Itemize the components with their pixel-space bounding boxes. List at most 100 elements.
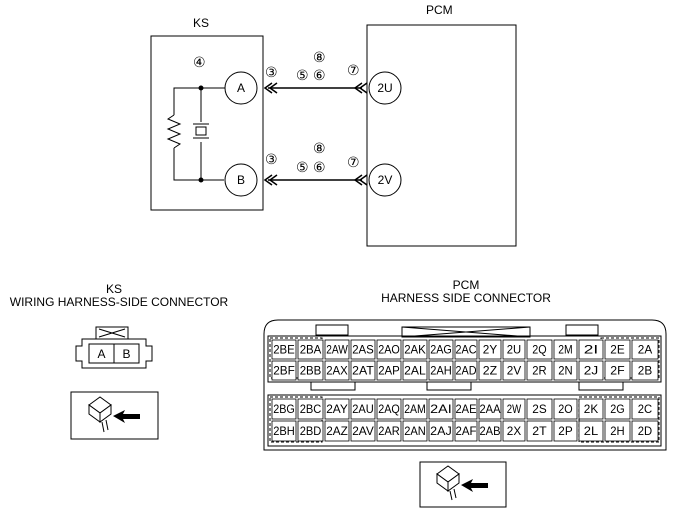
svg-text:2A: 2A	[638, 343, 652, 357]
ks-internal-circuit	[166, 85, 225, 183]
svg-text:2F: 2F	[610, 364, 624, 378]
svg-text:2AB: 2AB	[480, 424, 501, 438]
callout-7-upper: ⑦	[347, 63, 360, 79]
pcm-pin-2z: 2Z	[478, 360, 502, 381]
svg-text:2AZ: 2AZ	[326, 424, 348, 438]
pcm-pin-2ae: 2AE	[454, 398, 478, 420]
ks-component-box	[150, 35, 264, 211]
svg-text:2T: 2T	[532, 424, 547, 438]
svg-text:2BB: 2BB	[300, 364, 322, 378]
ks-connector-title: KS	[106, 282, 122, 296]
pcm-pin-2o: 2O	[553, 398, 578, 420]
pcm-pin-2i: 2I	[578, 339, 604, 360]
pcm-pin-2w: 2W	[502, 398, 526, 420]
svg-text:2AO: 2AO	[378, 343, 400, 357]
ks-title: KS	[193, 16, 209, 30]
svg-text:2AM: 2AM	[404, 402, 426, 416]
svg-text:2AV: 2AV	[352, 424, 374, 438]
svg-text:2V: 2V	[507, 364, 521, 378]
pcm-pin-2q: 2Q	[526, 339, 553, 360]
pcm-pin-2d: 2D	[631, 420, 659, 442]
pcm-connector-subtitle: HARNESS SIDE CONNECTOR	[381, 291, 551, 305]
ks-pin-b: B	[122, 347, 130, 361]
svg-text:2AU: 2AU	[352, 402, 374, 416]
svg-text:2AJ: 2AJ	[430, 424, 452, 438]
svg-text:2BF: 2BF	[273, 364, 295, 378]
pcm-pin-2ap: 2AP	[376, 360, 402, 381]
pcm-pin-2aq: 2AQ	[376, 398, 402, 420]
pcm-pin-2ac: 2AC	[454, 339, 478, 360]
svg-text:2D: 2D	[638, 424, 653, 438]
svg-text:2AG: 2AG	[430, 343, 452, 357]
pcm-pin-2y: 2Y	[478, 339, 502, 360]
ks-terminal-a: A	[224, 71, 258, 105]
svg-text:2B: 2B	[638, 364, 652, 378]
svg-text:2AL: 2AL	[404, 364, 426, 378]
svg-text:2Y: 2Y	[483, 343, 497, 357]
pcm-pin-2l: 2L	[578, 420, 604, 442]
pcm-pin-2m: 2M	[553, 339, 578, 360]
pcm-pin-2ay: 2AY	[324, 398, 350, 420]
pcm-pin-2as: 2AS	[350, 339, 376, 360]
svg-text:2AF: 2AF	[456, 424, 477, 438]
svg-text:2J: 2J	[584, 364, 598, 378]
svg-text:2BD: 2BD	[300, 424, 322, 438]
pcm-pin-2t: 2T	[526, 420, 553, 442]
svg-text:2U: 2U	[377, 81, 392, 95]
pcm-pin-2r: 2R	[526, 360, 553, 381]
svg-text:2AD: 2AD	[456, 364, 477, 378]
svg-text:2BE: 2BE	[273, 343, 295, 357]
svg-text:2L: 2L	[584, 424, 599, 438]
svg-text:2R: 2R	[532, 364, 547, 378]
pcm-pin-2j: 2J	[578, 360, 604, 381]
svg-text:2C: 2C	[638, 402, 653, 416]
svg-text:2BG: 2BG	[273, 402, 295, 416]
pcm-pin-2f: 2F	[604, 360, 631, 381]
pcm-pin-2ah: 2AH	[428, 360, 454, 381]
svg-text:2BC: 2BC	[300, 402, 322, 416]
connector-view-icon	[419, 461, 507, 508]
pcm-pin-2af: 2AF	[454, 420, 478, 442]
pcm-pin-2am: 2AM	[402, 398, 428, 420]
svg-text:B: B	[237, 173, 245, 187]
callout-6-upper: ⑥	[313, 68, 326, 84]
pcm-pin-2h: 2H	[604, 420, 631, 442]
pcm-pin-2aa: 2AA	[478, 398, 502, 420]
svg-text:2AN: 2AN	[404, 424, 426, 438]
svg-text:2AW: 2AW	[326, 343, 348, 357]
callout-5-lower: ⑤	[296, 160, 309, 176]
pcm-pin-2aw: 2AW	[324, 339, 350, 360]
ks-connector-subtitle: WIRING HARNESS-SIDE CONNECTOR	[10, 295, 229, 309]
pcm-pin-2bg: 2BG	[271, 398, 297, 420]
svg-text:2O: 2O	[558, 402, 572, 416]
pcm-pin-2ak: 2AK	[402, 339, 428, 360]
ks-pin-a: A	[97, 347, 105, 361]
callout-6-lower: ⑥	[313, 160, 326, 176]
svg-text:2Q: 2Q	[532, 343, 546, 357]
pcm-pin-2e: 2E	[604, 339, 631, 360]
pcm-pin-2b: 2B	[631, 360, 659, 381]
svg-text:2V: 2V	[378, 173, 393, 187]
callout-3-lower: ③	[265, 152, 278, 168]
pcm-pin-2bc: 2BC	[297, 398, 324, 420]
svg-text:2E: 2E	[610, 343, 624, 357]
svg-text:2AS: 2AS	[352, 343, 374, 357]
ks-connector-face	[75, 326, 153, 369]
callout-8-lower: ⑧	[313, 141, 326, 157]
pcm-pin-2ag: 2AG	[428, 339, 454, 360]
svg-text:2AR: 2AR	[378, 424, 400, 438]
pcm-pin-2al: 2AL	[402, 360, 428, 381]
callout-7-lower: ⑦	[347, 155, 360, 171]
svg-text:2AQ: 2AQ	[378, 402, 400, 416]
pcm-pin-2bd: 2BD	[297, 420, 324, 442]
svg-text:2AI: 2AI	[430, 402, 452, 416]
svg-text:2BA: 2BA	[300, 343, 322, 357]
svg-text:2K: 2K	[584, 402, 598, 416]
pcm-pin-2s: 2S	[526, 398, 553, 420]
svg-text:2I: 2I	[584, 343, 598, 357]
callout-4: ④	[193, 55, 206, 71]
pcm-pin-2be: 2BE	[271, 339, 297, 360]
pcm-connector-title: PCM	[453, 278, 480, 292]
pcm-pin-2n: 2N	[553, 360, 578, 381]
pcm-pin-2u: 2U	[502, 339, 526, 360]
